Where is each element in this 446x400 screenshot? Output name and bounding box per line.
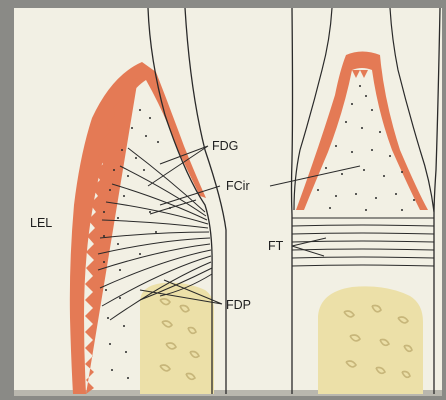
label-ft: FT: [268, 239, 284, 253]
label-fcir: FCir: [226, 179, 250, 193]
label-fdp: FDP: [226, 298, 251, 312]
alveolar-bone-left: [140, 283, 214, 394]
label-fdg: FDG: [212, 139, 238, 153]
label-lel: LEL: [30, 216, 52, 230]
